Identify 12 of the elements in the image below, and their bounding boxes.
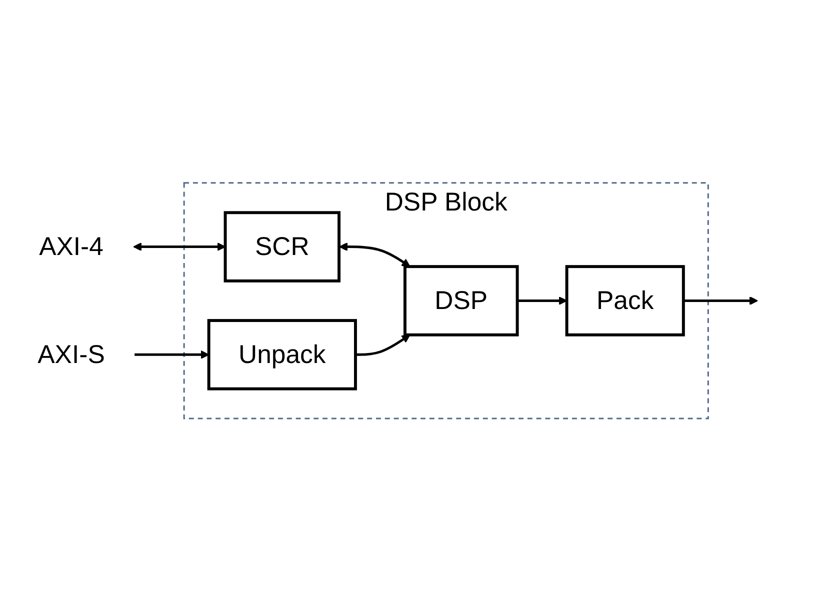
node-box: Unpack bbox=[207, 319, 357, 391]
arrow bbox=[355, 334, 410, 356]
arrow bbox=[134, 350, 210, 360]
node-box: DSP bbox=[404, 265, 519, 337]
node-box: SCR bbox=[224, 211, 340, 283]
arrow bbox=[339, 242, 410, 268]
arrow bbox=[683, 296, 758, 306]
arrow bbox=[133, 242, 226, 252]
arrow bbox=[517, 296, 568, 306]
node-box: Pack bbox=[565, 265, 685, 337]
node-text: AXI-S bbox=[38, 340, 105, 370]
node-text: AXI-4 bbox=[39, 232, 104, 262]
